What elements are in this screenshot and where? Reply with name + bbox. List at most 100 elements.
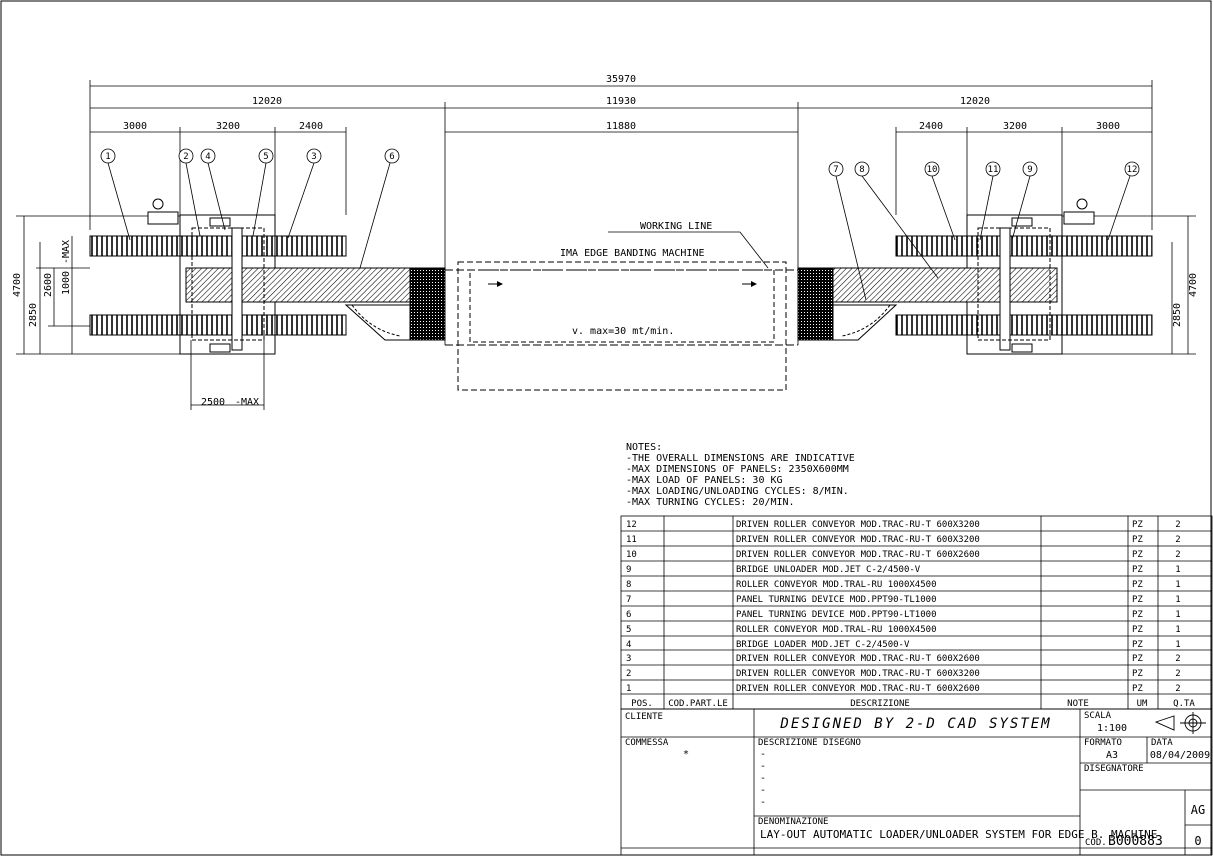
data-value: 08/04/2009 [1150, 750, 1210, 761]
bom-pos: 7 [626, 595, 631, 605]
callout-label: 1 [105, 152, 110, 162]
bom-qty: 2 [1175, 684, 1180, 694]
bom-pos: 2 [626, 669, 631, 679]
bom-um: PZ [1132, 640, 1143, 650]
cliente-label: CLIENTE [625, 712, 663, 722]
cod-label: COD. [1085, 838, 1107, 848]
data-label: DATA [1151, 738, 1173, 748]
note-line: -MAX LOAD OF PANELS: 30 KG [626, 475, 783, 486]
machine-label: IMA EDGE BANDING MACHINE [560, 248, 705, 259]
working-line-label: WORKING LINE [640, 221, 712, 232]
callout-label: 4 [205, 152, 210, 162]
callout-label: 2 [183, 152, 188, 162]
bom-um: PZ [1132, 565, 1143, 575]
bom-um: PZ [1132, 654, 1143, 664]
bom-header-code: COD.PART.LE [668, 699, 728, 709]
callout-label: 7 [833, 165, 838, 175]
formato-value: A3 [1106, 750, 1118, 761]
bom-desc: DRIVEN ROLLER CONVEYOR MOD.TRAC-RU-T 600… [736, 535, 980, 545]
dim-depth-left: 2850 [28, 303, 39, 327]
bom-pos: 3 [626, 654, 631, 664]
callout-label: 11 [988, 165, 999, 175]
bom-pos: 6 [626, 610, 631, 620]
callout-label: 3 [311, 152, 316, 162]
bom-desc: BRIDGE UNLOADER MOD.JET C-2/4500-V [736, 565, 921, 575]
callout-label: 6 [389, 152, 394, 162]
left-station [89, 198, 446, 355]
descr-line: - [760, 773, 766, 784]
dim-right-c: 3000 [1096, 121, 1120, 132]
bom-pos: 5 [626, 625, 631, 635]
bom-desc: ROLLER CONVEYOR MOD.TRAL-RU 1000X4500 [736, 580, 936, 590]
bom-um: PZ [1132, 520, 1143, 530]
dim-overall: 35970 [606, 74, 636, 85]
bom-header-um: UM [1137, 699, 1148, 709]
bom-um: PZ [1132, 625, 1143, 635]
bom-qty: 1 [1175, 580, 1180, 590]
cod-value: B000883 [1108, 834, 1163, 849]
title-block [620, 708, 1213, 856]
dim-depth-right: 2850 [1172, 303, 1183, 327]
dim-right-a: 2400 [919, 121, 943, 132]
bom-qty: 2 [1175, 520, 1180, 530]
note-line: -THE OVERALL DIMENSIONS ARE INDICATIVE [626, 453, 855, 464]
descr-label: DESCRIZIONE DISEGNO [758, 738, 861, 748]
speed-label: v. max=30 mt/min. [572, 326, 674, 337]
bom-desc: DRIVEN ROLLER CONVEYOR MOD.TRAC-RU-T 600… [736, 550, 980, 560]
disegnatore-label: DISEGNATORE [1084, 764, 1144, 774]
bom-qty: 1 [1175, 595, 1180, 605]
bom-um: PZ [1132, 535, 1143, 545]
callout-label: 8 [859, 165, 864, 175]
callout-label: 5 [263, 152, 268, 162]
bom-header-pos: POS. [631, 699, 653, 709]
dim-bottom-width: 2500 [201, 397, 225, 408]
bom-desc: ROLLER CONVEYOR MOD.TRAL-RU 1000X4500 [736, 625, 936, 635]
dim-left-section: 12020 [252, 96, 282, 107]
dim-bottom-max: -MAX [235, 397, 259, 408]
bom-pos: 1 [626, 684, 631, 694]
bom-um: PZ [1132, 610, 1143, 620]
bom-table [620, 515, 1213, 710]
note-line: -MAX TURNING CYCLES: 20/MIN. [626, 497, 795, 508]
edge-banding-machine [445, 231, 798, 391]
bom-header-qty: Q.TA [1173, 699, 1195, 709]
dim-height-left: 4700 [12, 273, 23, 297]
scala-label: SCALA [1084, 711, 1112, 721]
dimension-lines [16, 80, 1196, 410]
dim-right-b: 3200 [1003, 121, 1027, 132]
bom-desc: BRIDGE LOADER MOD.JET C-2/4500-V [736, 640, 910, 650]
bom-desc: DRIVEN ROLLER CONVEYOR MOD.TRAC-RU-T 600… [736, 684, 980, 694]
bom-desc: DRIVEN ROLLER CONVEYOR MOD.TRAC-RU-T 600… [736, 669, 980, 679]
dim-gap-2600: 2600 [43, 273, 54, 297]
descr-line: - [760, 761, 766, 772]
notes: NOTES: -THE OVERALL DIMENSIONS ARE INDIC… [626, 442, 855, 508]
dim-center-inner: 11880 [606, 121, 636, 132]
note-line: NOTES: [626, 442, 662, 453]
designed-by: DESIGNED BY 2-D CAD SYSTEM [779, 716, 1051, 732]
descr-line: - [760, 785, 766, 796]
dim-max-label: -MAX [61, 240, 72, 264]
note-line: -MAX LOADING/UNLOADING CYCLES: 8/MIN. [626, 486, 849, 497]
bom-pos: 12 [626, 520, 637, 530]
right-station [797, 198, 1153, 355]
bom-um: PZ [1132, 580, 1143, 590]
denominazione-value: LAY-OUT AUTOMATIC LOADER/UNLOADER SYSTEM… [760, 828, 1157, 841]
callout-label: 9 [1027, 165, 1032, 175]
rev-value: 0 [1194, 834, 1201, 848]
dim-center-section: 11930 [606, 96, 636, 107]
dim-gap-1000: 1000 [61, 271, 72, 295]
descr-line: - [760, 749, 766, 760]
bom-qty: 2 [1175, 654, 1180, 664]
commessa-label: COMMESSA [625, 738, 669, 748]
commessa-value: * [683, 749, 689, 760]
bom-qty: 2 [1175, 535, 1180, 545]
bom-qty: 2 [1175, 669, 1180, 679]
bom-desc: PANEL TURNING DEVICE MOD.PPT90-LT1000 [736, 610, 936, 620]
formato-label: FORMATO [1084, 738, 1122, 748]
bom-qty: 1 [1175, 625, 1180, 635]
bom-desc: DRIVEN ROLLER CONVEYOR MOD.TRAC-RU-T 600… [736, 654, 980, 664]
bom-um: PZ [1132, 595, 1143, 605]
bom-qty: 1 [1175, 640, 1180, 650]
